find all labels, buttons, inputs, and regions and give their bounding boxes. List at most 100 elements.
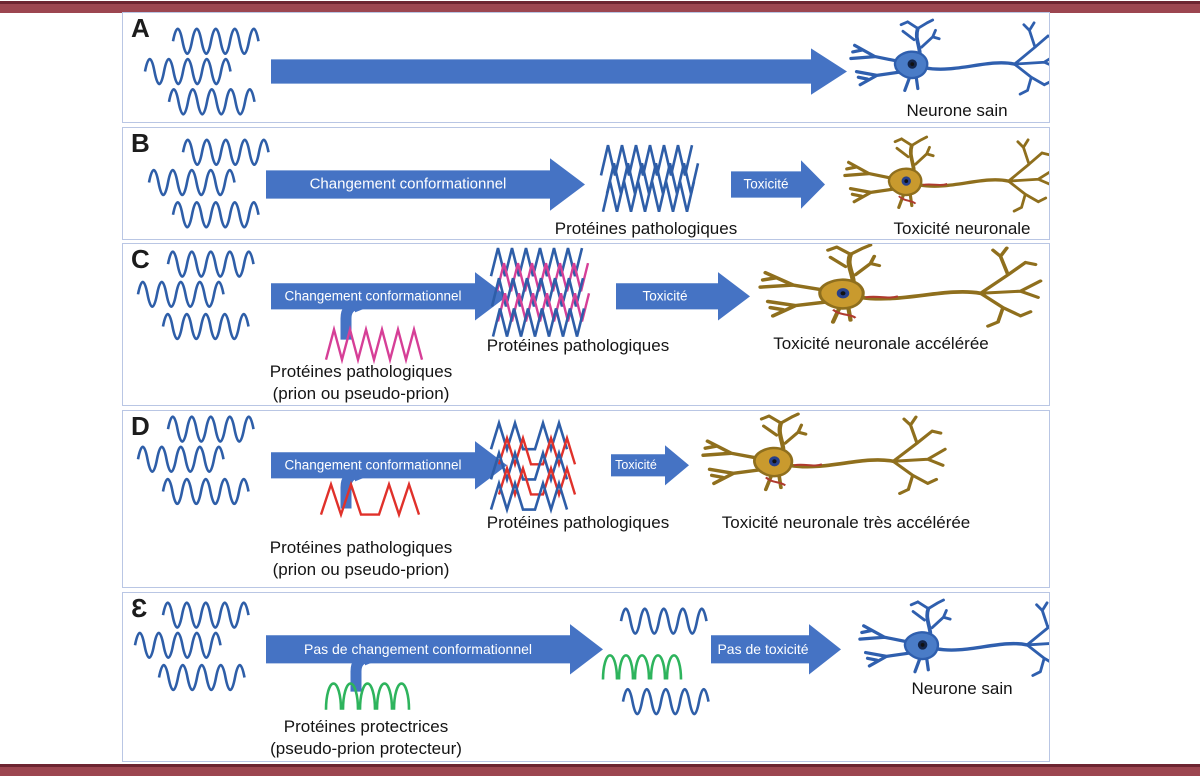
protein-strand [161,312,250,341]
no-toxicity-arrow [711,624,841,675]
bottom-border-bar [0,764,1200,776]
elbow-arrow-head [355,296,375,313]
panel-b: B Changement conformationnel Protéines p… [122,127,1050,240]
seed-elbow-arrow [350,649,385,692]
misfolded-strand [497,464,577,499]
neuron-toxic-illustration [760,245,1041,327]
neuron-toxic-illustration [844,137,1049,212]
caption-healthy-neuron: Neurone sain [906,101,1008,120]
caption-seed-line2: (prion ou pseudo-prion) [272,384,450,403]
caption-neuronal-toxicity: Toxicité neuronale [893,219,1031,238]
native-protein-cluster [133,601,250,692]
protein-strand [166,415,255,443]
protein-strand [171,27,260,56]
protein-strand [171,201,260,229]
protective-seed-protein [324,682,411,710]
native-protein-cluster [143,27,260,116]
conformational-change-arrow [271,441,507,490]
protective-strand [601,654,683,680]
conformational-change-arrow [266,158,585,211]
misfolded-strand [497,434,577,469]
protein-strand [136,280,225,309]
panel-e-drawing [133,599,1049,716]
toxicity-arrow [731,160,825,209]
caption-pathological-proteins: Protéines pathologiques [486,336,670,355]
panel-c-drawing [136,245,1041,365]
toxicity-arrow [611,445,689,486]
pathological-aggregate [599,144,700,213]
arrow-label-conformational-change: Changement conformationnel [284,288,462,304]
caption-pathological-proteins: Protéines pathologiques [554,219,738,238]
panel-a: A Neurone sain [122,12,1050,123]
misfolded-strand [489,478,569,515]
panel-d-drawing [136,414,946,519]
protein-strand [136,445,225,474]
panel-label: D [131,411,150,441]
panel-label: A [131,13,150,43]
caption-seed-line2: (prion ou pseudo-prion) [272,560,450,579]
caption-neuronal-toxicity: Toxicité neuronale accélérée [773,334,989,353]
panel-e: Ɛ Pas de changement conformationnel Prot… [122,592,1050,762]
protein-strand [143,57,232,86]
panel-label: Ɛ [131,593,148,623]
arrow-label-toxicity: Toxicité [642,288,688,304]
arrow-label-toxicity: Toxicité [743,176,789,192]
arrow-label-toxicity: Toxicité [615,458,657,472]
neuron-healthy-illustration [850,19,1049,95]
prion-seed-protein [324,324,424,365]
arrow-label-no-toxicity: Pas de toxicité [717,641,809,657]
neuron-healthy-illustration [859,599,1049,676]
misfolded-strand [491,308,586,337]
panel-label: C [131,244,150,274]
arrow-label-conformational-change: Changement conformationnel [284,457,462,473]
elbow-arrow-shaft [340,298,359,340]
elbow-arrow-head [355,465,375,482]
conformational-change-arrow [271,272,507,321]
caption-neuronal-toxicity: Toxicité neuronale très accélérée [721,513,971,532]
native-protein-cluster [136,415,255,506]
caption-healthy-neuron: Neurone sain [911,679,1013,698]
no-conformational-change-arrow [266,624,603,675]
protein-strand [621,687,710,716]
prion-seed-protein [319,480,421,519]
elbow-arrow-shaft [340,467,359,509]
pathological-aggregate [489,418,577,515]
misfolded-strand [489,247,584,277]
native-protein-cluster [136,250,255,341]
panel-b-drawing [147,137,1049,229]
toxicity-arrow [616,272,750,321]
elbow-arrow-shaft [350,651,369,692]
panel-label: B [131,128,150,158]
misfolded-strand [601,181,696,213]
elbow-arrow-head [365,649,385,666]
protected-protein-cluster [601,607,710,716]
no-change-arrow [271,48,847,95]
panel-a-drawing [143,19,1049,116]
protein-strand [157,663,246,692]
seed-elbow-arrow [340,296,375,340]
misfolded-strand [489,448,569,484]
protein-strand [181,138,270,166]
panel-c: C Changement conformationnel Protéines p… [122,243,1050,406]
top-border-bar [0,1,1200,13]
protein-strand [167,88,256,116]
caption-seed-line2: (pseudo-prion protecteur) [270,739,462,758]
caption-seed-line1: Protéines pathologiques [269,362,453,381]
pathological-aggregate [489,247,591,337]
protein-strand [147,168,236,197]
protein-strand [133,631,222,660]
neuron-toxic-illustration [703,414,946,494]
misfolded-strand [489,418,569,454]
protein-strand [619,607,708,635]
native-protein-cluster [147,138,270,229]
caption-seed-line1: Protéines pathologiques [269,538,453,557]
panel-d: D Changement conformationnel Protéines p… [122,410,1050,588]
protein-strand [161,477,250,506]
arrow-label-no-conformational-change: Pas de changement conformationnel [303,641,533,657]
protein-strand [161,601,250,629]
seed-elbow-arrow [340,465,375,509]
caption-pathological-proteins: Protéines pathologiques [486,513,670,532]
arrow-label-conformational-change: Changement conformationnel [309,175,507,193]
caption-seed-line1: Protéines protectrices [283,717,449,736]
